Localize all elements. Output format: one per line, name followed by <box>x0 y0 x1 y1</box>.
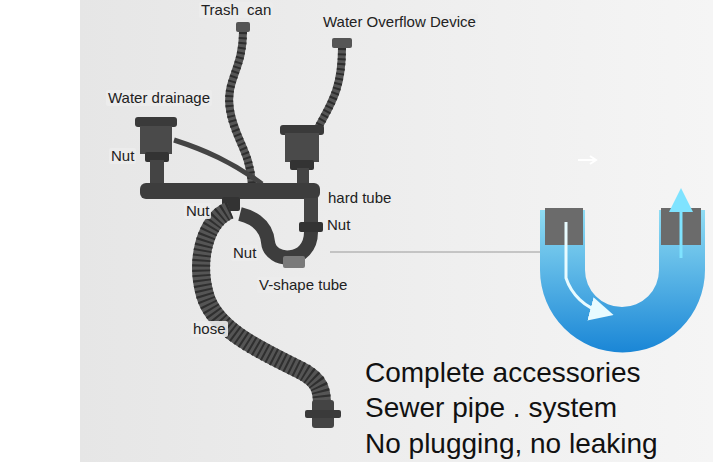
headline-text: No plugging, no leaking <box>363 429 660 460</box>
overflow-cap <box>332 38 352 48</box>
trap-cap <box>283 256 305 268</box>
drop-pipe <box>150 160 164 185</box>
small-arrow <box>578 156 596 164</box>
part-label: V-shape tube <box>257 277 349 293</box>
part-label: hard tube <box>326 190 393 206</box>
strainer-body <box>140 126 172 154</box>
part-label: Water drainage <box>106 90 212 106</box>
part-label: Water Overflow Device <box>321 14 478 30</box>
part-label: Trash can <box>199 2 273 18</box>
part-label: Nut <box>325 217 352 233</box>
hose-flange <box>305 410 341 418</box>
pipe-wall <box>545 208 583 245</box>
strainer-body <box>285 133 319 162</box>
hard-pipe <box>140 183 320 199</box>
trash-can-tube <box>229 32 252 185</box>
part-label: hose <box>191 321 228 337</box>
hose-ribs <box>201 210 322 405</box>
photo-ground <box>80 0 713 462</box>
headline-text: Sewer pipe . system <box>363 393 619 424</box>
nut-part <box>299 222 323 232</box>
part-label: Nut <box>231 245 258 261</box>
flow-arrow <box>566 222 602 312</box>
strainer-rim <box>135 117 177 127</box>
flow-arrow <box>680 200 683 258</box>
headline-text: Complete accessories <box>363 358 642 389</box>
hose-body <box>201 210 322 405</box>
hard-tube <box>304 198 318 224</box>
part-label: Nut <box>184 203 211 219</box>
callout-line <box>330 252 542 253</box>
tube-ribs <box>229 32 252 185</box>
tube-cap <box>236 22 250 32</box>
tube-ribs <box>318 48 342 128</box>
link-tube <box>174 140 262 184</box>
part-label: Nut <box>109 148 136 164</box>
overflow-tube <box>318 48 342 128</box>
